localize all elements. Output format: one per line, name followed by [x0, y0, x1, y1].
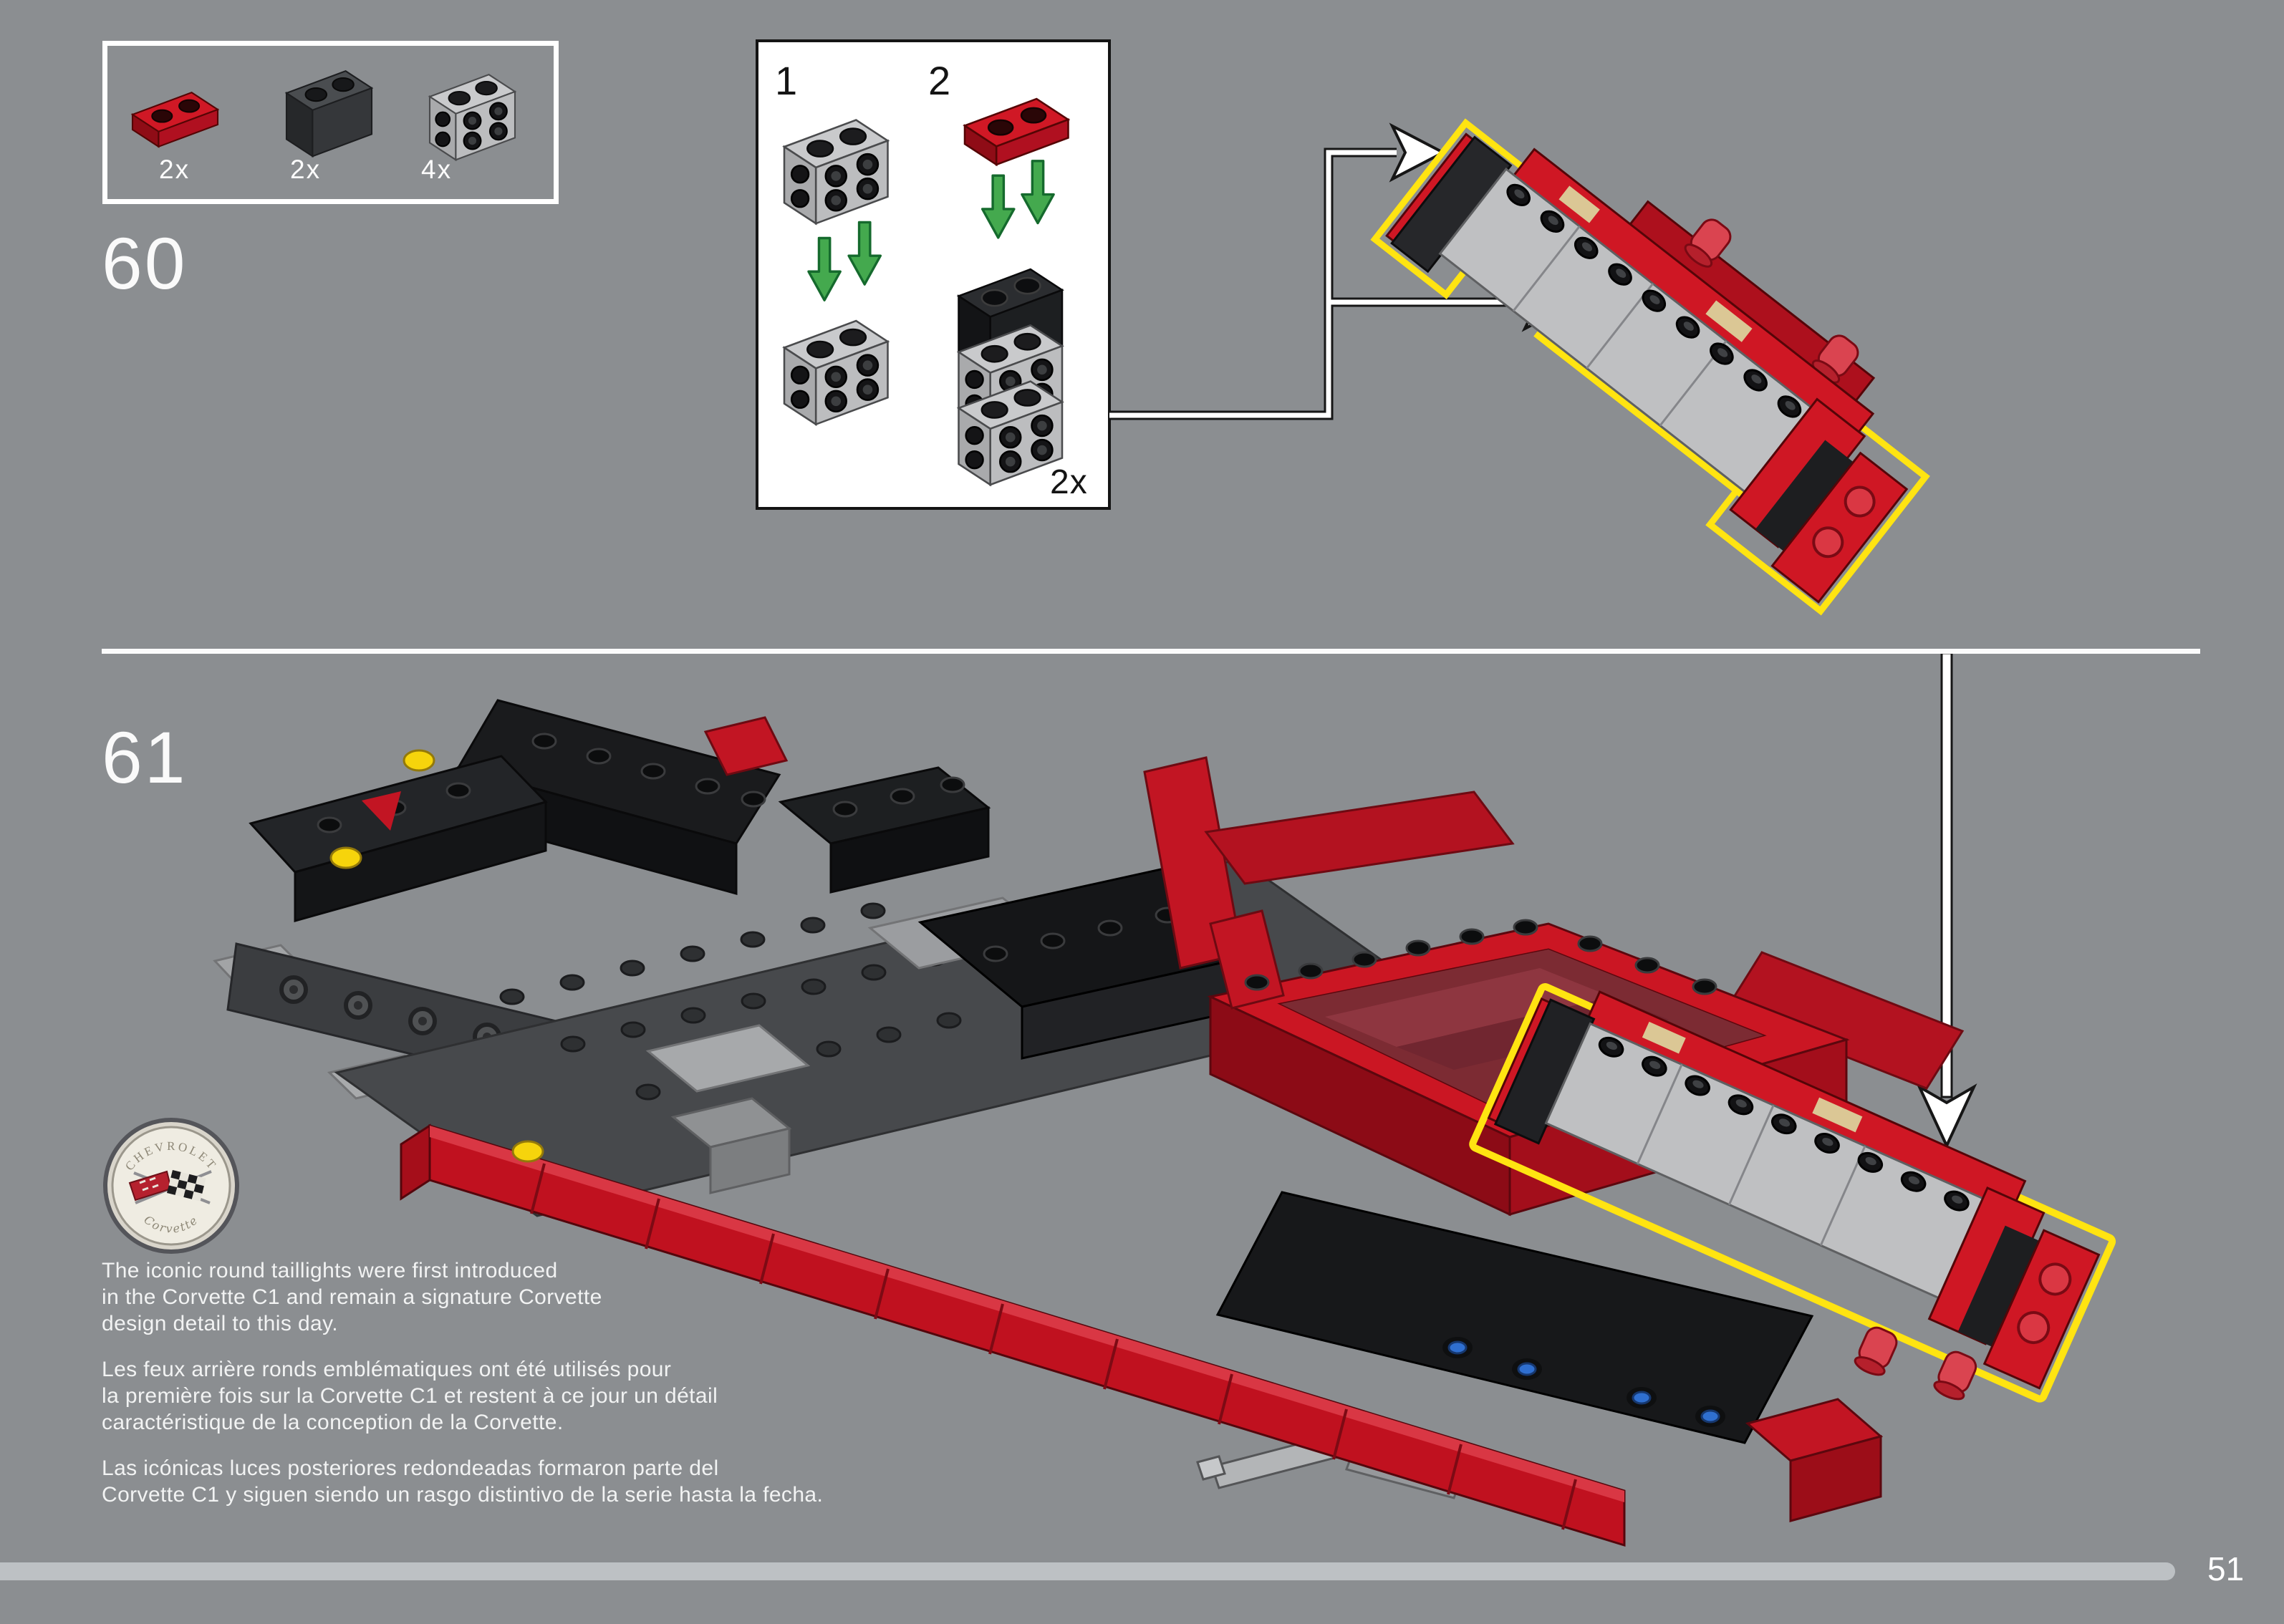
yellow-stud-icon — [511, 1140, 544, 1163]
checkered-flag-icon — [167, 1170, 206, 1202]
substep-multiplier: 2x — [1050, 463, 1088, 501]
highlight-outline — [1705, 385, 1930, 616]
taillight-icon — [1931, 1347, 1980, 1404]
axle-icon — [1210, 1419, 1397, 1489]
caption-fr: Les feux arrière ronds emblématiques ont… — [102, 1358, 718, 1434]
highlight-outline — [1370, 118, 1542, 299]
substep-1-label: 1 — [775, 58, 798, 103]
yellow-stud-icon — [403, 749, 435, 772]
footer-bar — [0, 1562, 2175, 1580]
rear-assembly-highlight — [1469, 983, 2116, 1404]
arrow-right-icon — [1389, 122, 1447, 183]
taillight-icon — [1680, 214, 1736, 272]
part-qty: 2x — [290, 155, 322, 184]
substep-2-label: 2 — [928, 58, 951, 103]
caption-en: The iconic round taillights were first i… — [102, 1259, 602, 1335]
highlight-outline — [1469, 983, 2116, 1403]
taillight-icon — [1851, 1323, 1902, 1380]
info-text: The iconic round taillights were first i… — [102, 1257, 823, 1527]
step-number-61: 61 — [102, 717, 188, 798]
arrow-right-icon — [1521, 272, 1579, 332]
page-number: 51 — [2207, 1550, 2245, 1587]
substep-box — [756, 39, 1111, 510]
subassembly-preview — [1370, 118, 1930, 616]
blue-pin-icon — [1625, 1386, 1658, 1410]
long-down-arrow — [1916, 652, 1977, 1149]
part-qty: 2x — [159, 155, 191, 184]
step-number-60: 60 — [102, 223, 188, 304]
parts-callout-box — [102, 41, 559, 204]
corvette-badge: CHEVROLET Corvette — [103, 1118, 239, 1254]
taillight-icon — [1808, 330, 1864, 388]
blue-pin-icon — [1694, 1404, 1727, 1429]
part-qty: 4x — [421, 155, 453, 184]
blue-pin-icon — [1441, 1335, 1474, 1360]
connector-arrows — [1109, 122, 1579, 420]
yellow-stud-icon — [329, 846, 362, 869]
section-divider — [102, 649, 2200, 654]
blue-pin-icon — [1510, 1357, 1543, 1381]
highlight-outline — [1533, 331, 1747, 500]
arrow-down-icon — [1916, 1083, 1977, 1149]
caption-es: Las icónicas luces posteriores redondead… — [102, 1456, 824, 1507]
